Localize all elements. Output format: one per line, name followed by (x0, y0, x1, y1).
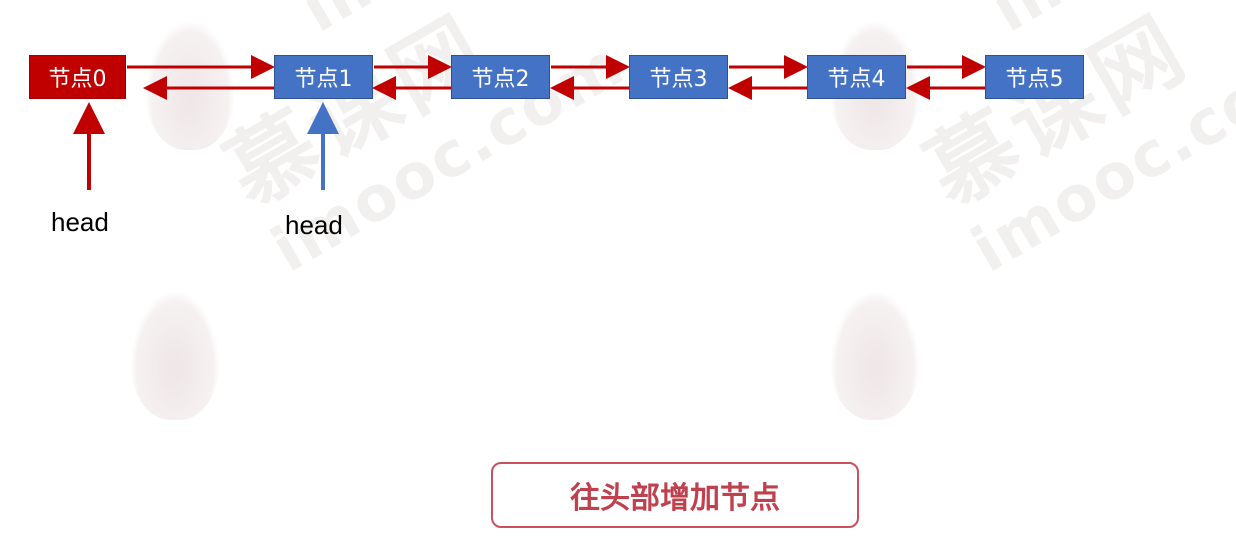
head-label-old: head (51, 207, 109, 237)
node-0: 节点0 (29, 55, 126, 99)
node-2-label: 节点2 (471, 67, 530, 92)
watermark-flame-icon (130, 290, 220, 420)
node-1: 节点1 (274, 55, 373, 99)
node-0-label: 节点0 (48, 67, 107, 92)
node-4-label: 节点4 (827, 67, 886, 92)
node-3-label: 节点3 (649, 67, 708, 92)
node-5-label: 节点5 (1005, 67, 1064, 92)
node-1-label: 节点1 (294, 67, 353, 92)
watermark-flame-icon (830, 290, 920, 420)
add-to-head-button[interactable]: 往头部增加节点 (491, 462, 859, 528)
node-4: 节点4 (807, 55, 906, 99)
node-5: 节点5 (985, 55, 1084, 99)
node-2: 节点2 (451, 55, 550, 99)
add-to-head-label: 往头部增加节点 (570, 481, 780, 516)
head-label-new: head (285, 210, 343, 240)
node-3: 节点3 (629, 55, 728, 99)
